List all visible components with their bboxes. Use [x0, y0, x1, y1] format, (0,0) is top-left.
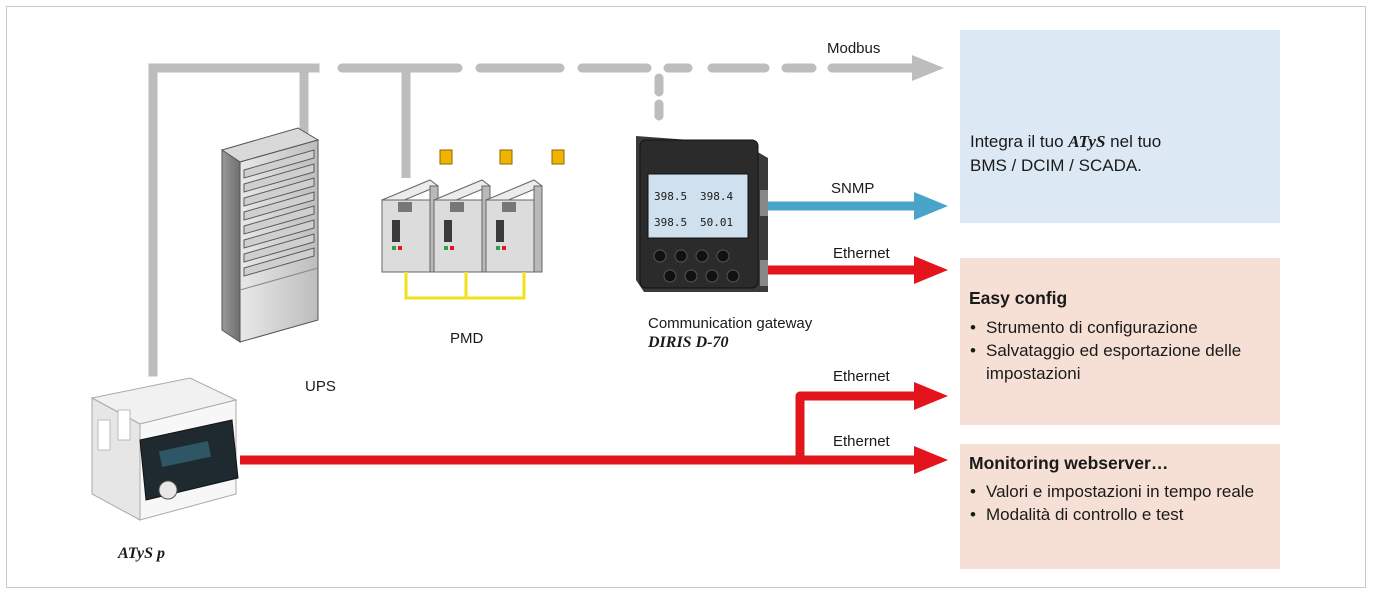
ups-label: UPS [305, 378, 336, 395]
modbus-arrowhead [912, 55, 944, 81]
gateway-caption: Communication gateway [648, 315, 813, 332]
integration-systems: BMS / DCIM / SCADA. [970, 156, 1142, 175]
modbus-label: Modbus [827, 40, 881, 57]
integration-text: Integra il tuo ATyS nel tuo BMS / DCIM /… [970, 130, 1260, 178]
list-item: Valori e impostazioni in tempo reale [970, 480, 1270, 503]
diris-d70-gateway-icon: 398.5 398.4 398.5 50.01 [636, 136, 768, 292]
ups-cabinet-icon [220, 127, 320, 343]
atys-label: ATyS p [118, 545, 165, 562]
pmd-devices-icon [381, 149, 565, 300]
monitoring-panel: Monitoring webserver… Valori e impostazi… [960, 444, 1280, 569]
list-item: Strumento di configurazione [970, 316, 1270, 339]
monitoring-title: Monitoring webserver… [969, 453, 1169, 473]
snmp-line [764, 192, 948, 220]
diagram-frame [6, 6, 1366, 588]
list-item: Modalità di controllo e test [970, 503, 1270, 526]
easy-config-title: Easy config [969, 288, 1068, 308]
monitoring-list: Valori e impostazioni in tempo reale Mod… [970, 480, 1270, 526]
list-item: Salvataggio ed esportazione delle impost… [970, 339, 1270, 385]
integration-prefix: Integra il tuo [970, 132, 1069, 151]
gateway-reading-2: 398.4 [700, 190, 733, 203]
snmp-label: SNMP [831, 180, 875, 197]
gateway-reading-3: 398.5 [654, 216, 687, 229]
gateway-reading-4: 50.01 [700, 216, 733, 229]
easy-config-list: Strumento di configurazione Salvataggio … [970, 316, 1270, 385]
ethernet-line-gateway [764, 256, 948, 284]
gateway-model: DIRIS D-70 [648, 334, 729, 351]
ethernet-line-atys [240, 382, 948, 474]
ethernet-label-gateway: Ethernet [833, 245, 890, 262]
ethernet-label-monitoring: Ethernet [833, 433, 890, 450]
gateway-reading-1: 398.5 [654, 190, 687, 203]
integration-product: ATyS [1068, 132, 1106, 151]
pmd-label: PMD [450, 330, 484, 347]
integration-panel: Integra il tuo ATyS nel tuo BMS / DCIM /… [960, 30, 1280, 223]
integration-suffix: nel tuo [1105, 132, 1162, 151]
atys-p-switch-icon [90, 377, 239, 521]
ethernet-label-config: Ethernet [833, 368, 890, 385]
easy-config-panel: Easy config Strumento di configurazione … [960, 258, 1280, 425]
